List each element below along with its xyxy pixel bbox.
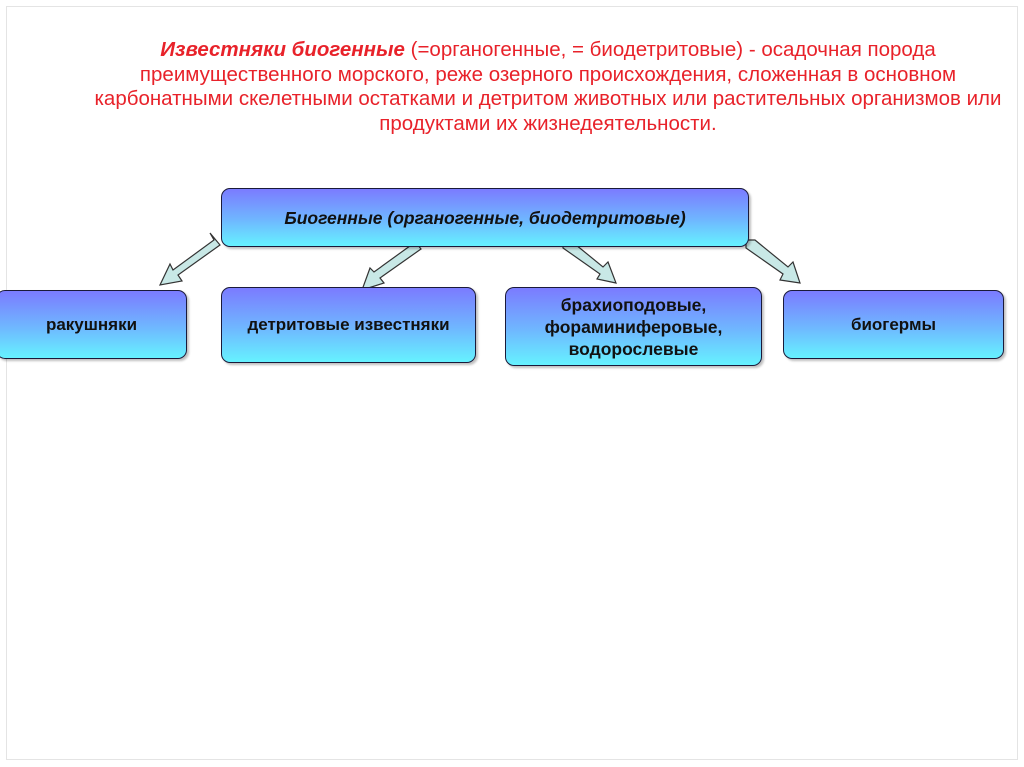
node-brachiopod-foraminifera-algal: брахиоподовые, фораминиферовые, водоросл… [505,287,762,366]
slide-frame [6,6,1018,760]
intro-text: (=органогенные, = биодетритовые) - осадо… [94,38,1002,135]
arrow-to-bioherms [745,239,801,284]
node-detrital-limestone: детритовые известняки [221,287,476,363]
node-bioherms: биогермы [783,290,1004,359]
intro-term: Известняки биогенные [160,38,405,61]
intro-paragraph: Известняки биогенные (=органогенные, = б… [90,38,1006,136]
node-shell-limestone: ракушняки [0,290,187,359]
root-node: Биогенные (органогенные, биодетритовые) [221,188,749,247]
arrow-to-shells [158,232,221,286]
